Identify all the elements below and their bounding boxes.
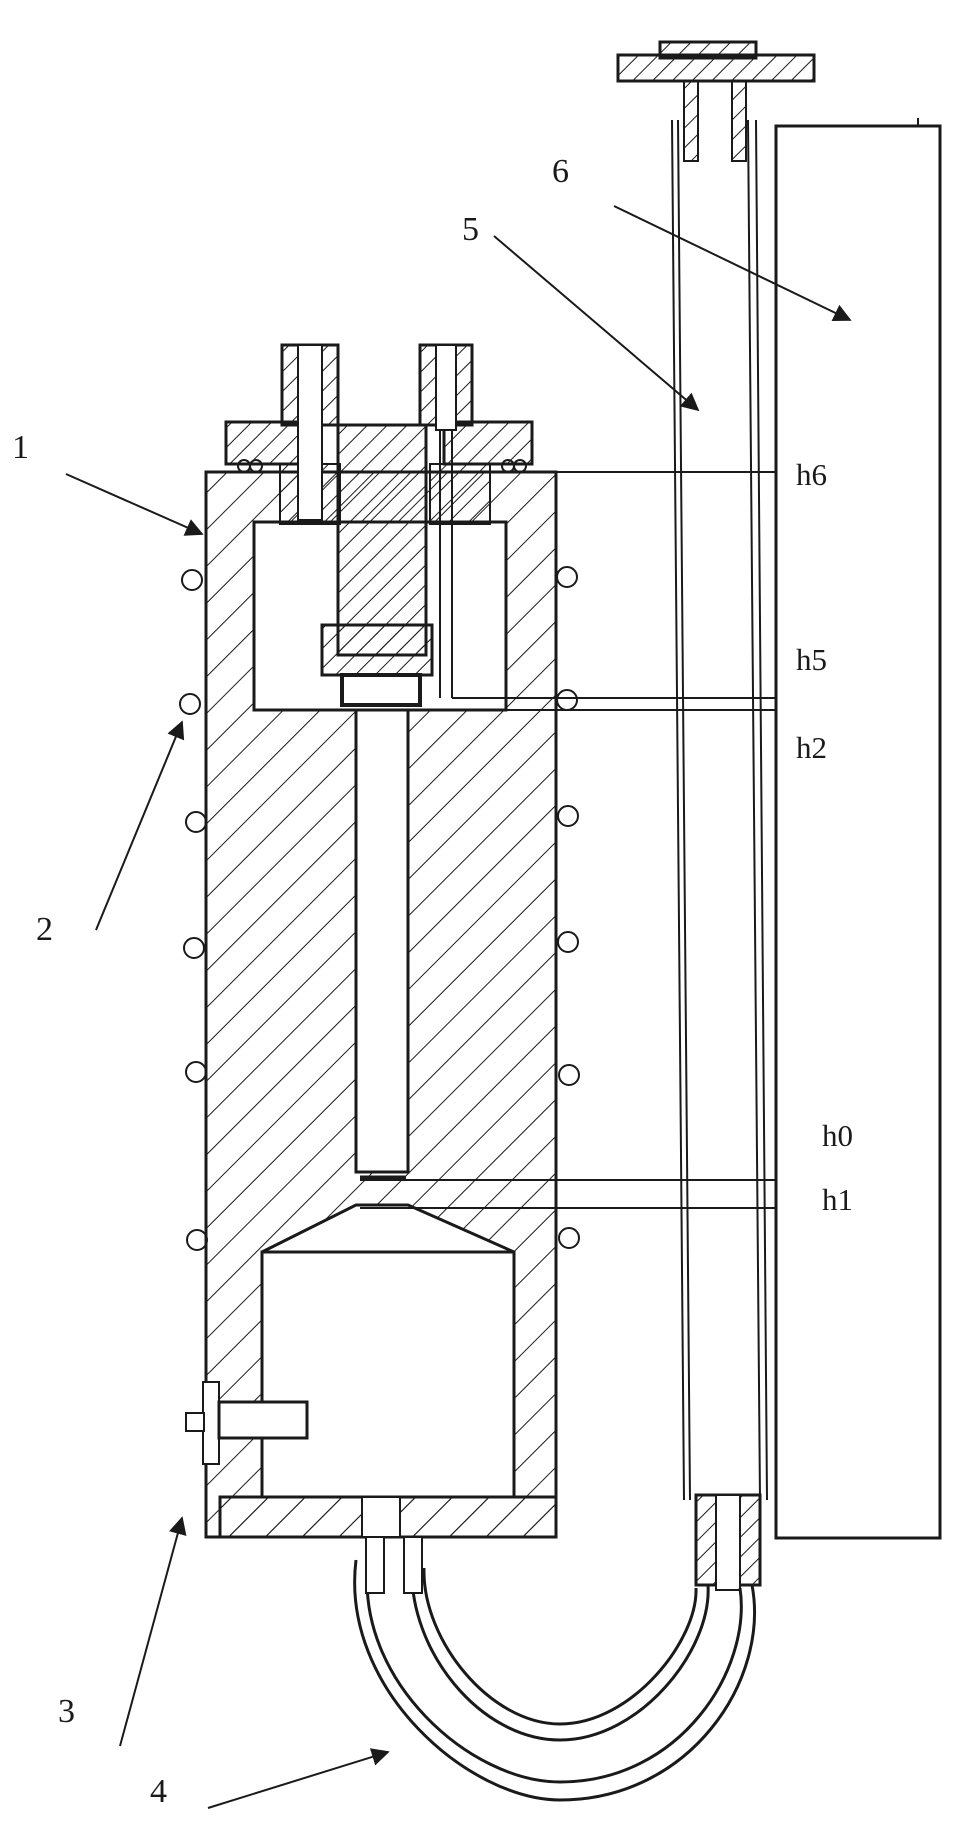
callout-6: 6 bbox=[552, 153, 569, 190]
level-label-h2: h2 bbox=[796, 730, 827, 765]
level-label-h1: h1 bbox=[822, 1182, 853, 1217]
level-label-h5: h5 bbox=[796, 642, 827, 677]
measuring-tube bbox=[616, 40, 816, 1591]
level-label-h6: h6 bbox=[796, 457, 827, 492]
top-cap bbox=[224, 343, 540, 699]
callout-5: 5 bbox=[462, 211, 479, 248]
level-label-h0: h0 bbox=[822, 1118, 853, 1153]
callout-3: 3 bbox=[58, 1693, 75, 1730]
scale-board bbox=[774, 118, 942, 1540]
heating-coil bbox=[179, 566, 580, 1251]
level-lines bbox=[360, 471, 812, 1209]
callout-4: 4 bbox=[150, 1773, 167, 1810]
side-port bbox=[185, 1381, 309, 1465]
connecting-hose bbox=[353, 1536, 757, 1802]
callout-arrows bbox=[65, 205, 852, 1809]
callout-1: 1 bbox=[12, 429, 29, 466]
callout-2: 2 bbox=[36, 911, 53, 948]
plunger bbox=[320, 423, 434, 707]
